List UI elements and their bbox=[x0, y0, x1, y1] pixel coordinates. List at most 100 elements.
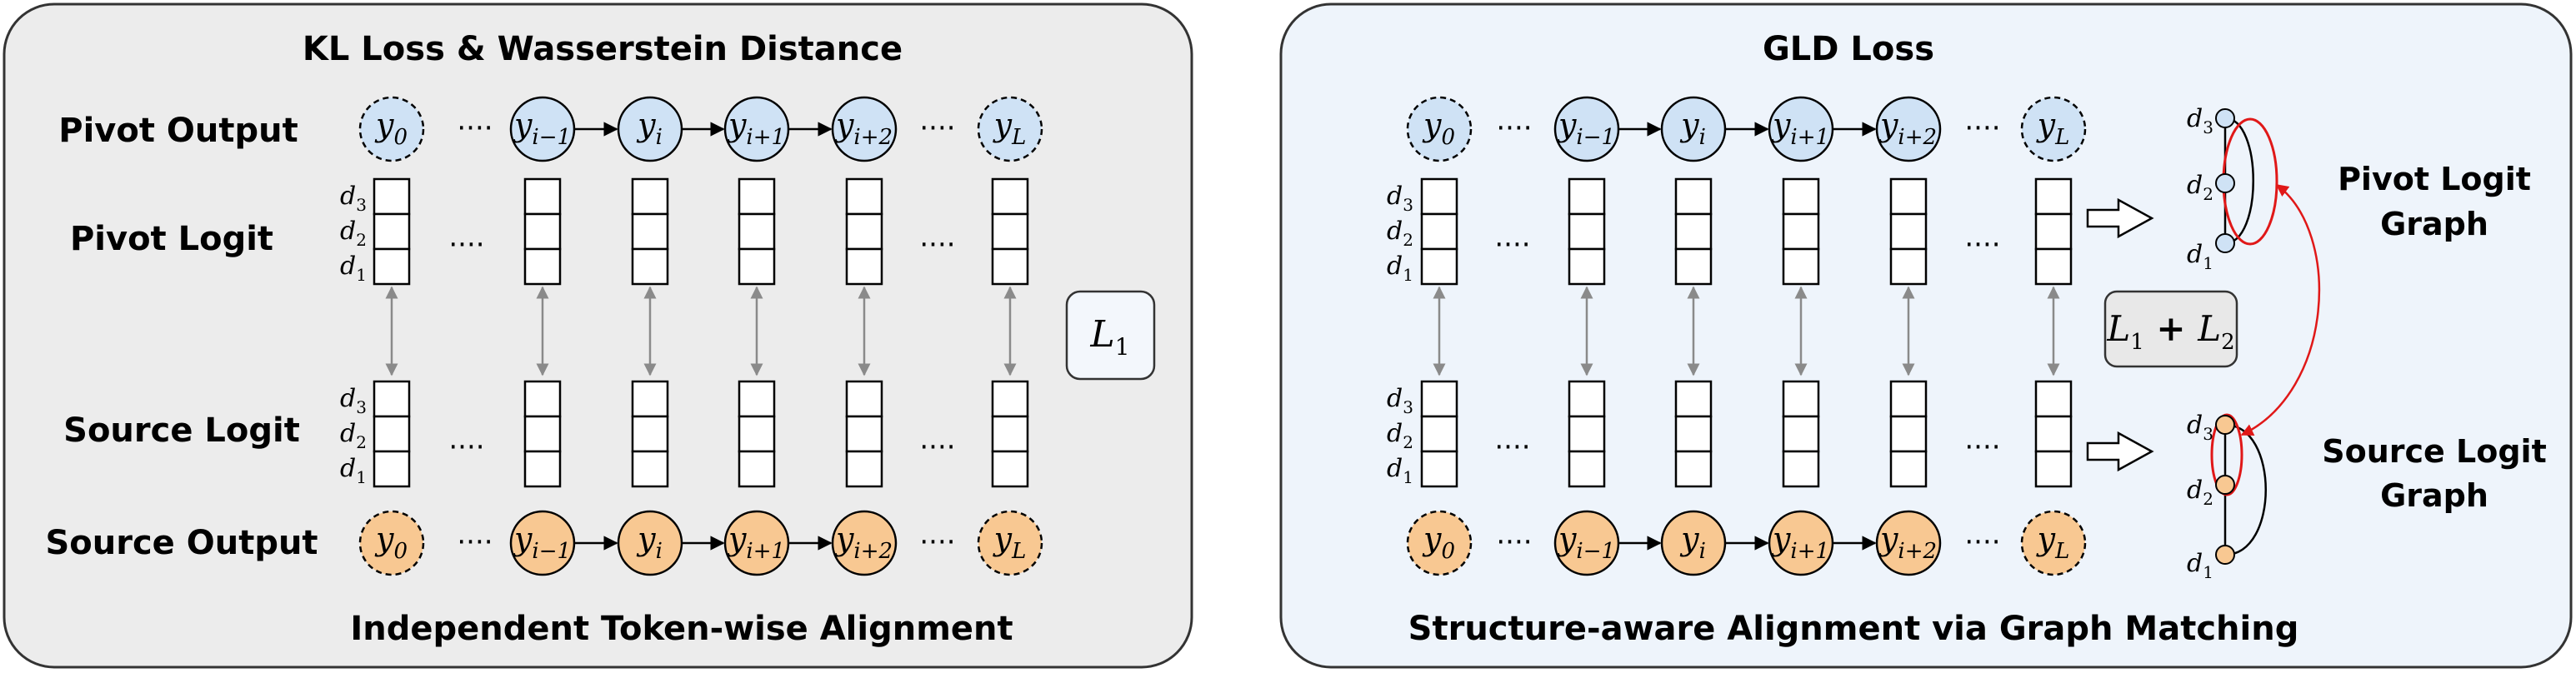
source-graph-label-line1: Source Logit bbox=[2322, 433, 2547, 470]
right-source-logit-dim-d1: d1 bbox=[1387, 454, 1413, 487]
right-source-output-token: yL bbox=[2020, 510, 2087, 576]
left-pivot-logit-stack bbox=[845, 177, 883, 286]
right-source-output-token: yi−1 bbox=[1553, 510, 1620, 576]
row-label-pivot-output: Pivot Output bbox=[58, 112, 298, 150]
left-pivot-logit-ellipsis-right: ···· bbox=[919, 228, 955, 262]
right-source-output-token-label: yi+2 bbox=[1878, 521, 1937, 564]
pivot-graph-node-d1 bbox=[2215, 233, 2235, 253]
right-source-logit-ellipsis-right: ···· bbox=[1964, 431, 2000, 464]
left-panel bbox=[3, 2, 1193, 669]
source-graph-node-d3 bbox=[2215, 415, 2235, 435]
right-source-logit-stack bbox=[1674, 380, 1713, 488]
pivot-graph-dim-d3: d3 bbox=[2187, 104, 2213, 137]
left-source-logit-dim-d1: d1 bbox=[340, 454, 367, 487]
left-pivot-logit-stack bbox=[631, 177, 669, 286]
right-pivot-logit-stack bbox=[1889, 177, 1928, 286]
right-source-output-ellipsis-left: ···· bbox=[1496, 526, 1532, 559]
right-pivot-output-token: y0 bbox=[1406, 96, 1473, 162]
right-pivot-logit-ellipsis-left: ···· bbox=[1494, 228, 1530, 262]
right-pivot-output-token: yi+1 bbox=[1768, 96, 1834, 162]
left-pivot-output-token-label: yi+2 bbox=[834, 107, 893, 150]
left-source-output-token: yL bbox=[977, 510, 1043, 576]
right-pivot-logit-stack bbox=[1420, 177, 1458, 286]
row-label-source-output: Source Output bbox=[45, 524, 318, 562]
right-source-output-ellipsis-right: ···· bbox=[1964, 526, 2000, 559]
left-source-output-token: yi bbox=[617, 510, 683, 576]
left-source-output-token-label: yi−1 bbox=[513, 521, 571, 564]
left-source-output-ellipsis-right: ···· bbox=[919, 526, 955, 559]
pivot-graph-node-d2 bbox=[2215, 173, 2235, 193]
right-pivot-output-token: yi−1 bbox=[1553, 96, 1620, 162]
right-panel bbox=[1279, 2, 2573, 669]
pivot-graph-node-d3 bbox=[2215, 108, 2235, 128]
row-label-source-logit: Source Logit bbox=[63, 411, 300, 450]
left-pivot-output-ellipsis-left: ···· bbox=[457, 112, 493, 145]
left-source-logit-stack bbox=[738, 380, 776, 488]
pivot-logit-graph bbox=[2215, 108, 2278, 253]
left-loss-box: L1 bbox=[1065, 290, 1156, 381]
right-pivot-logit-ellipsis-right: ···· bbox=[1964, 228, 2000, 262]
source-graph-label-line2: Graph bbox=[2380, 477, 2488, 514]
left-panel-caption: Independent Token-wise Alignment bbox=[350, 610, 1013, 648]
left-source-output-token: y0 bbox=[358, 510, 425, 576]
left-source-output-token-label: yi+1 bbox=[727, 521, 785, 564]
left-pivot-logit-ellipsis-left: ···· bbox=[448, 228, 484, 262]
right-source-logit-stack bbox=[1420, 380, 1458, 488]
left-pivot-output-token-label: yi+1 bbox=[727, 107, 785, 150]
left-source-logit-dim-d2: d2 bbox=[340, 419, 367, 452]
to-pivot-graph-arrow bbox=[2086, 197, 2154, 239]
right-pivot-logit-stack bbox=[2034, 177, 2073, 286]
source-graph-dim-d3: d3 bbox=[2187, 411, 2213, 444]
graph-matching-arrow bbox=[2240, 183, 2321, 436]
left-pivot-output-token: yi−1 bbox=[509, 96, 576, 162]
right-pivot-output-token-label: y0 bbox=[1422, 107, 1455, 150]
left-source-output-token-label: y0 bbox=[374, 521, 408, 564]
right-loss-box: L1 + L2 bbox=[2103, 290, 2238, 368]
right-panel-caption: Structure-aware Alignment via Graph Matc… bbox=[1408, 610, 2299, 648]
pivot-graph-dim-d2: d2 bbox=[2187, 171, 2213, 204]
right-pivot-output-ellipsis-right: ···· bbox=[1964, 112, 2000, 145]
right-source-logit-stack bbox=[1889, 380, 1928, 488]
right-source-logit-ellipsis-left: ···· bbox=[1494, 431, 1530, 464]
right-panel-title: GLD Loss bbox=[1763, 30, 1934, 68]
left-pivot-output-token-label: yi−1 bbox=[513, 107, 571, 150]
left-pivot-output-token: yi+2 bbox=[831, 96, 898, 162]
pivot-graph-label-line2: Graph bbox=[2380, 206, 2488, 242]
left-pivot-output-token-label: yi bbox=[636, 107, 663, 150]
right-pivot-logit-dim-d1: d1 bbox=[1387, 252, 1413, 285]
left-source-logit-stack bbox=[523, 380, 562, 488]
right-source-logit-stack bbox=[1568, 380, 1606, 488]
left-pivot-logit-stack bbox=[523, 177, 562, 286]
right-source-logit-dim-d3: d3 bbox=[1387, 384, 1413, 417]
left-pivot-output-token-label: yL bbox=[993, 107, 1027, 150]
right-pivot-logit-stack bbox=[1674, 177, 1713, 286]
left-source-logit-stack bbox=[373, 380, 411, 488]
right-source-output-token: yi bbox=[1660, 510, 1727, 576]
right-pivot-output-token: yi bbox=[1660, 96, 1727, 162]
right-pivot-output-token-label: yL bbox=[2036, 107, 2070, 150]
left-source-output-token-label: yL bbox=[993, 521, 1027, 564]
left-source-output-ellipsis-left: ···· bbox=[457, 526, 493, 559]
source-graph-node-d2 bbox=[2215, 475, 2235, 495]
right-source-logit-dim-d2: d2 bbox=[1387, 419, 1413, 452]
left-source-output-token: yi+1 bbox=[723, 510, 790, 576]
right-pivot-logit-stack bbox=[1782, 177, 1820, 286]
svg-text:L1 + L2: L1 + L2 bbox=[2106, 308, 2234, 355]
right-pivot-output-token: yi+2 bbox=[1875, 96, 1942, 162]
row-label-pivot-logit: Pivot Logit bbox=[70, 220, 273, 258]
left-pivot-output-ellipsis-right: ···· bbox=[919, 112, 955, 145]
left-source-logit-ellipsis-right: ···· bbox=[919, 431, 955, 464]
right-pivot-output-token-label: yi+1 bbox=[1771, 107, 1829, 150]
right-pivot-output-token-label: yi−1 bbox=[1557, 107, 1615, 150]
right-source-output-token-label: yL bbox=[2036, 521, 2070, 564]
right-source-output-token-label: yi bbox=[1679, 521, 1706, 564]
source-graph-dim-d1: d1 bbox=[2187, 549, 2213, 582]
left-pivot-logit-stack bbox=[991, 177, 1029, 286]
left-pivot-logit-dim-d3: d3 bbox=[340, 182, 367, 215]
right-pivot-logit-stack bbox=[1568, 177, 1606, 286]
pivot-graph-label-line1: Pivot Logit bbox=[2338, 161, 2531, 197]
svg-text:L1: L1 bbox=[1089, 313, 1129, 361]
source-graph-dim-d2: d2 bbox=[2187, 476, 2213, 509]
source-graph-node-d1 bbox=[2215, 545, 2235, 565]
